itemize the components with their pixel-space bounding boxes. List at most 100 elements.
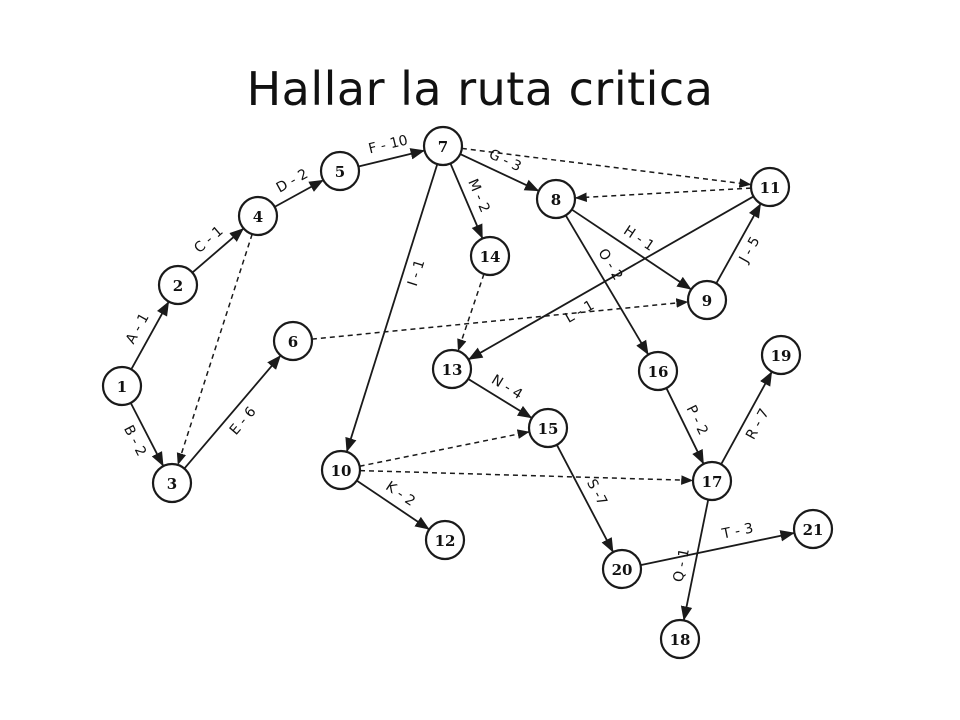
event-node-21: 21: [792, 508, 834, 550]
activity-arrow-2-4: [191, 228, 244, 274]
event-node-label: 13: [442, 361, 463, 379]
event-node-1: 1: [101, 365, 143, 407]
event-node-circle: [760, 334, 802, 376]
activity-label-7-10: I - 1: [405, 258, 428, 289]
event-node-label: 14: [480, 248, 501, 266]
event-node-circle: [601, 548, 643, 590]
dummy-arrow-10-17: [359, 469, 694, 485]
activity-arrow-11-13: [468, 195, 754, 360]
event-node-circle: [272, 320, 314, 362]
event-node-circle: [637, 350, 679, 392]
dummy-arrow-4-3: [176, 233, 253, 466]
activity-label-8-9: H - 1: [620, 223, 657, 255]
activity-label-17-18: Q - 1: [671, 547, 693, 583]
event-node-11: 11: [749, 166, 791, 208]
activity-arrow-17-18: [680, 499, 710, 621]
event-node-circle: [319, 150, 361, 192]
event-node-circle: [320, 449, 362, 491]
event-node-7: 7: [422, 125, 464, 167]
activity-arrow-8-9: [571, 208, 692, 290]
event-node-8: 8: [535, 178, 577, 220]
event-node-circle: [469, 235, 511, 277]
event-node-circle: [535, 178, 577, 220]
activity-label-8-16: O - 2: [594, 246, 625, 283]
activity-arrow-15-20: [556, 444, 614, 553]
dummy-arrow-7-11: [461, 147, 752, 188]
event-node-13: 13: [431, 348, 473, 390]
event-node-label: 18: [670, 631, 691, 649]
dummy-arrow-11-8: [574, 187, 752, 203]
event-node-circle: [792, 508, 834, 550]
activity-label-20-21: T - 3: [720, 520, 755, 542]
event-node-3: 3: [151, 462, 193, 504]
event-node-label: 16: [648, 363, 669, 381]
event-node-10: 10: [320, 449, 362, 491]
activity-arrow-5-7: [358, 148, 425, 168]
activity-label-17-19: R - 7: [743, 406, 773, 442]
event-node-9: 9: [686, 279, 728, 321]
event-node-label: 4: [253, 208, 263, 226]
page-title: Hallar la ruta critica: [246, 62, 714, 116]
event-node-label: 17: [702, 473, 723, 491]
event-node-circle: [659, 618, 701, 660]
activity-arrow-17-19: [720, 371, 773, 465]
event-node-circle: [237, 195, 279, 237]
event-node-18: 18: [659, 618, 701, 660]
activity-arrow-3-6: [183, 355, 281, 470]
event-node-label: 10: [331, 462, 352, 480]
edges-layer: [129, 147, 795, 621]
event-node-label: 5: [335, 163, 345, 181]
event-node-19: 19: [760, 334, 802, 376]
event-node-circle: [422, 125, 464, 167]
event-node-label: 11: [760, 179, 781, 197]
event-node-label: 15: [538, 420, 559, 438]
dummy-arrow-6-9: [311, 298, 689, 340]
event-node-circle: [691, 460, 733, 502]
activity-arrow-1-3: [129, 402, 164, 467]
dummy-arrow-10-15: [359, 429, 530, 467]
event-node-label: 9: [702, 292, 712, 310]
event-node-2: 2: [157, 264, 199, 306]
activity-label-1-2: A - 1: [123, 311, 153, 347]
event-node-20: 20: [601, 548, 643, 590]
activity-label-10-12: K - 2: [382, 479, 418, 510]
activity-label-3-6: E - 6: [227, 404, 260, 439]
event-node-17: 17: [691, 460, 733, 502]
event-node-label: 6: [288, 333, 298, 351]
activity-label-7-14: M - 2: [464, 177, 492, 215]
activity-arrow-20-21: [640, 530, 795, 566]
activity-label-16-17: P - 2: [683, 403, 711, 438]
activity-label-13-15: N - 4: [488, 372, 525, 403]
event-node-label: 8: [551, 191, 561, 209]
event-node-label: 1: [117, 378, 127, 396]
event-node-circle: [686, 279, 728, 321]
event-node-12: 12: [424, 519, 466, 561]
activity-arrow-1-2: [130, 301, 170, 370]
activity-label-7-8: G - 3: [486, 146, 523, 175]
event-node-label: 19: [771, 347, 792, 365]
event-node-5: 5: [319, 150, 361, 192]
event-node-label: 7: [438, 138, 448, 156]
activity-arrow-9-11: [715, 203, 762, 284]
activity-arrow-16-17: [665, 387, 704, 465]
activity-label-5-7: F - 10: [367, 132, 409, 157]
activity-label-4-5: D - 2: [274, 166, 311, 196]
event-node-label: 3: [167, 475, 177, 493]
activity-arrow-7-14: [449, 163, 483, 239]
event-node-15: 15: [527, 407, 569, 449]
event-node-16: 16: [637, 350, 679, 392]
event-node-circle: [527, 407, 569, 449]
event-node-label: 12: [435, 532, 456, 550]
event-node-4: 4: [237, 195, 279, 237]
dummy-arrow-14-13: [457, 273, 485, 352]
event-node-label: 2: [173, 277, 183, 295]
event-node-label: 21: [803, 521, 824, 539]
event-node-label: 20: [612, 561, 633, 579]
event-node-circle: [157, 264, 199, 306]
activity-arrow-7-8: [459, 153, 540, 192]
activity-arrow-13-15: [467, 378, 533, 419]
activity-arrow-4-5: [274, 179, 324, 208]
event-node-circle: [151, 462, 193, 504]
